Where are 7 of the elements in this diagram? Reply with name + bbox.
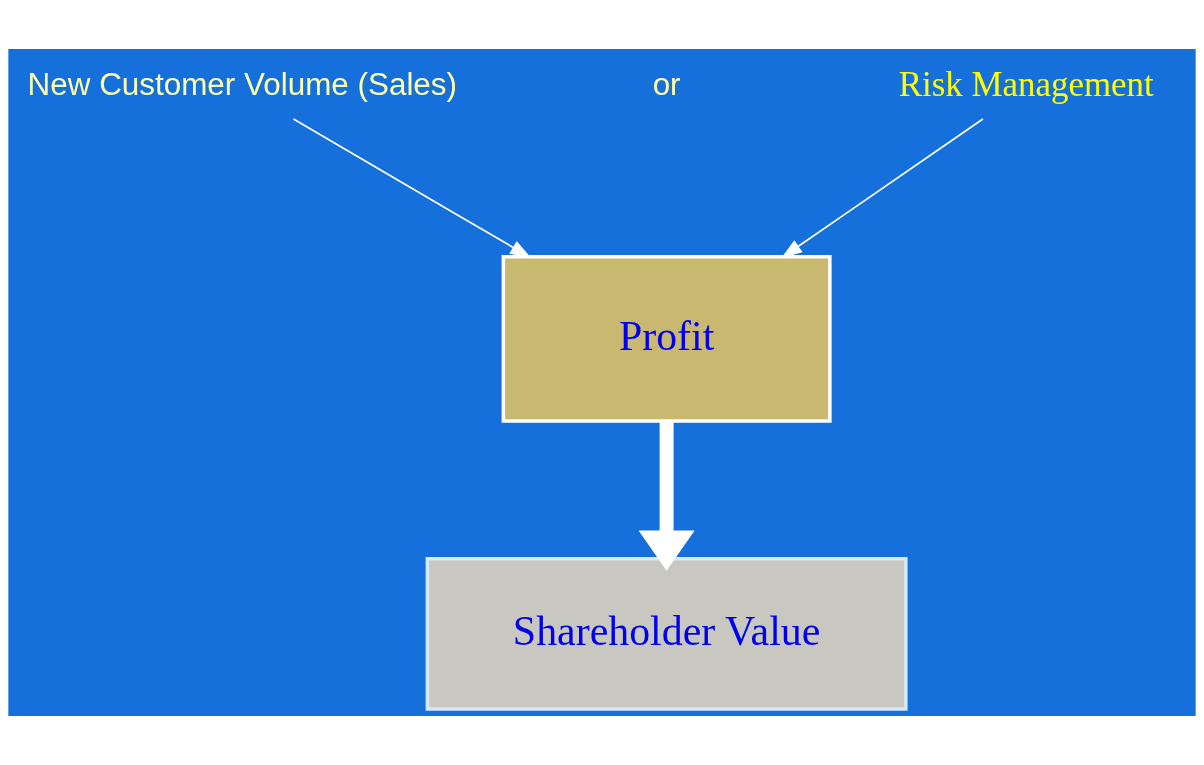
node-text: New Customer Volume (Sales) [27, 67, 457, 103]
node-box: Profit [501, 255, 832, 423]
node-text: Risk Management [898, 65, 1154, 105]
arrow [292, 118, 532, 258]
arrow [638, 421, 695, 571]
node-box: Shareholder Value [425, 557, 908, 711]
label: or [652, 67, 681, 103]
